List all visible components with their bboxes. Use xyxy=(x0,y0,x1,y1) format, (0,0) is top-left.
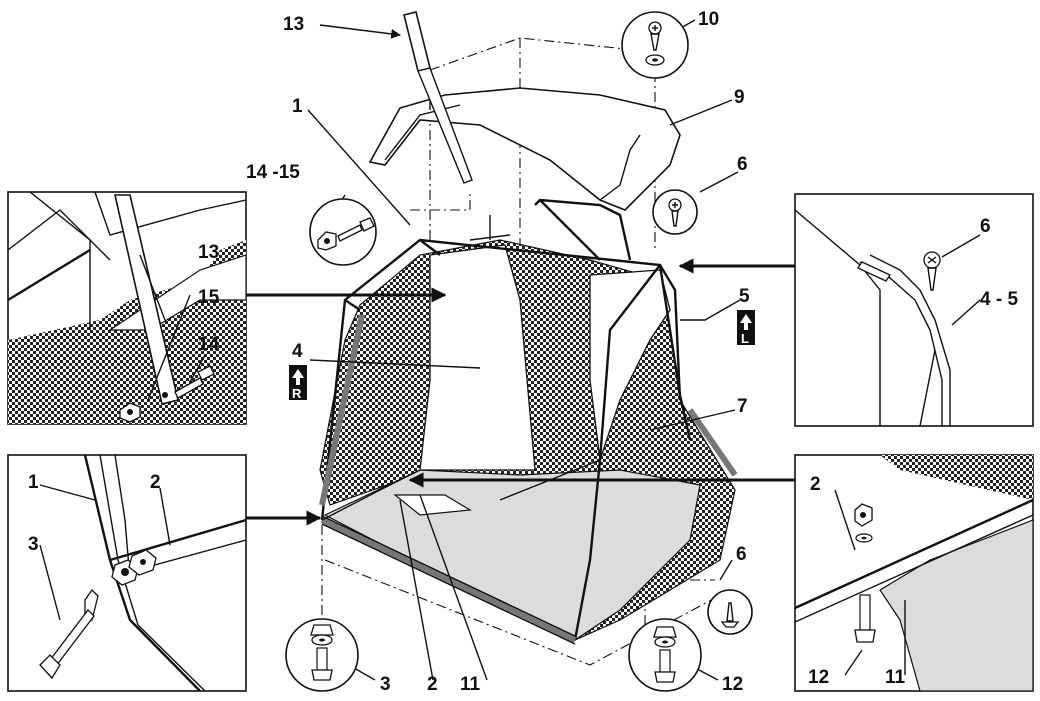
callout-14-15-main: 14 -15 xyxy=(246,162,300,183)
lid xyxy=(368,87,681,211)
callout-14-detail: 14 xyxy=(198,334,220,355)
hardware-circle-bolt-nut xyxy=(309,198,377,266)
detail-panel-handle-mount xyxy=(7,191,247,425)
callout-1-main: 1 xyxy=(292,96,303,117)
callout-2-detail: 2 xyxy=(150,472,161,493)
callout-2-detail-right: 2 xyxy=(810,474,821,495)
callout-5: 5 xyxy=(739,286,750,307)
callout-11-detail: 11 xyxy=(885,667,906,688)
callout-6-bottom: 6 xyxy=(736,544,747,565)
left-side-badge: L xyxy=(737,310,755,346)
handle xyxy=(403,11,473,184)
callout-6-top: 6 xyxy=(737,154,748,175)
detail-panel-front-bar-joint xyxy=(7,454,247,692)
left-side-badge-text: L xyxy=(741,331,749,346)
callout-3-detail: 3 xyxy=(28,534,39,555)
hardware-circle-screw-top xyxy=(652,189,698,235)
callout-4-5-detail: 4 - 5 xyxy=(980,289,1018,310)
callout-11-main: 11 xyxy=(460,674,481,695)
callout-15-detail: 15 xyxy=(198,287,220,308)
right-side-badge: R xyxy=(289,365,307,401)
callout-13-main: 13 xyxy=(283,14,304,35)
frame-tubes xyxy=(319,198,738,645)
callout-3-main: 3 xyxy=(380,674,391,695)
callout-12-detail: 12 xyxy=(808,667,829,688)
bottom-plate xyxy=(393,494,472,516)
hardware-circle-nut-washer-bolt xyxy=(285,618,359,692)
leader-lines xyxy=(307,19,741,681)
bag-front-panel xyxy=(419,244,536,471)
callout-4-main: 4 xyxy=(292,341,303,362)
detail-panel-frame-corner xyxy=(794,193,1034,427)
right-side-badge-text: R xyxy=(292,386,302,401)
detail-arrows xyxy=(246,258,795,526)
callout-2-main: 2 xyxy=(427,674,438,695)
callout-labels: 13 10 1 9 6 14 -15 5 4 7 6 3 2 11 12 13 … xyxy=(28,9,1018,695)
callout-12-main: 12 xyxy=(722,674,743,695)
callout-7: 7 xyxy=(737,396,748,417)
callout-13-detail: 13 xyxy=(198,242,219,263)
callout-10: 10 xyxy=(698,9,719,30)
hardware-circle-screw-bottom xyxy=(707,589,753,635)
detail-panel-bottom-plate-joint xyxy=(794,454,1034,692)
hardware-circle-screw-washer xyxy=(621,11,689,79)
callout-6-detail: 6 xyxy=(980,216,991,237)
hardware-circle-nut-washer-bolt-right xyxy=(628,618,702,692)
callout-9: 9 xyxy=(734,87,745,108)
callout-1-detail: 1 xyxy=(28,472,39,493)
main-assembly: R L xyxy=(246,11,795,681)
detail-screw xyxy=(923,251,941,291)
